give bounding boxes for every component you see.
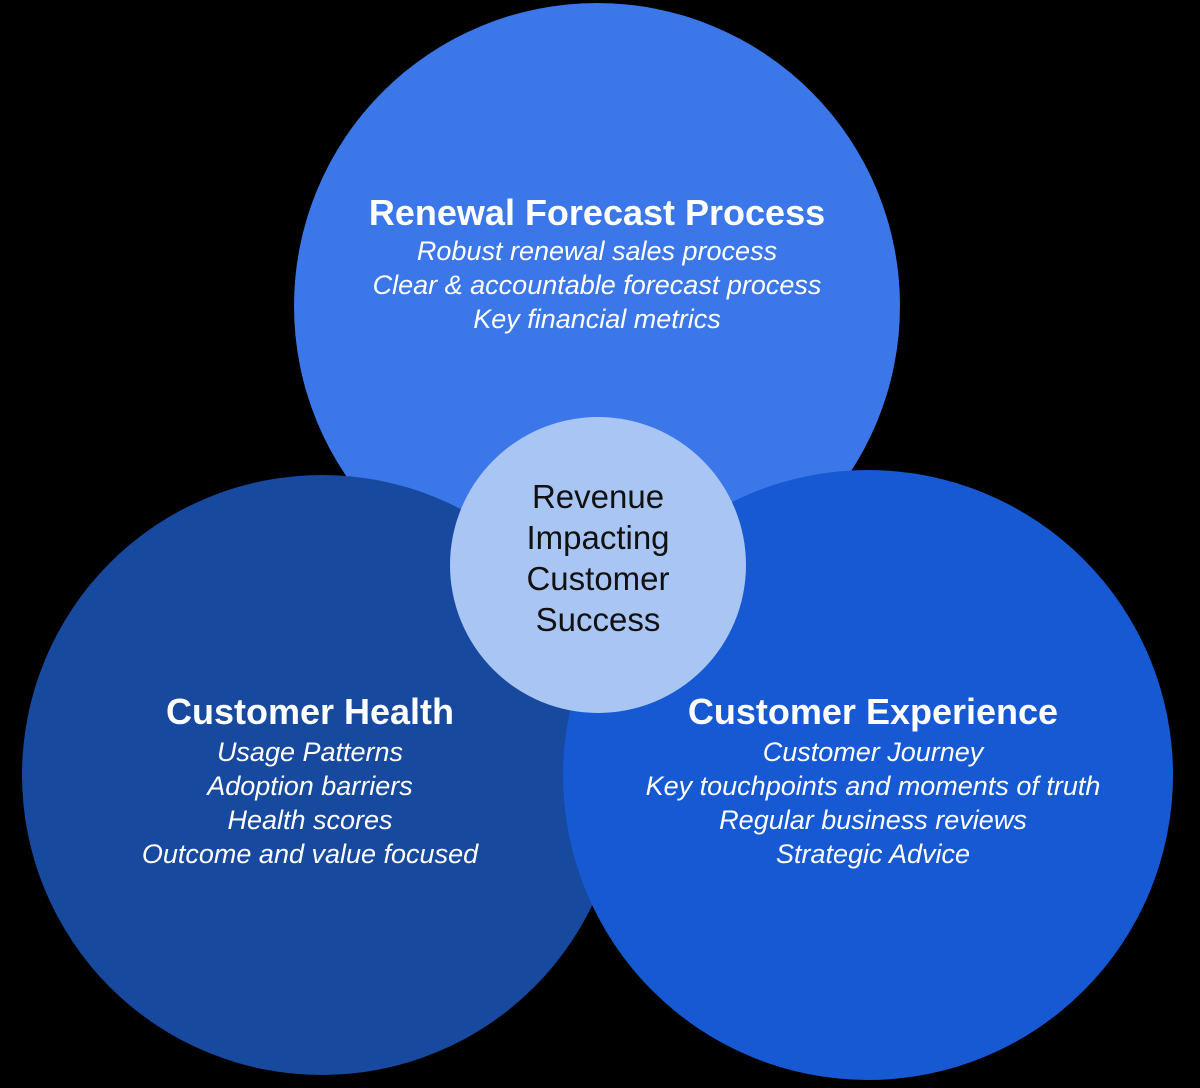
renewal-forecast-title: Renewal Forecast Process	[368, 192, 826, 233]
customer-experience-item: Regular business reviews	[719, 805, 1027, 835]
customer-health-items: Usage Patterns Adoption barriers Health …	[142, 735, 478, 871]
center-overlap-circle	[450, 417, 746, 713]
customer-experience-item: Strategic Advice	[775, 839, 971, 869]
renewal-forecast-items: Robust renewal sales process Clear & acc…	[369, 234, 825, 336]
customer-health-item: Adoption barriers	[207, 771, 413, 801]
customer-health-title: Customer Health	[165, 691, 455, 732]
renewal-forecast-item: Robust renewal sales process	[416, 236, 778, 266]
customer-health-label: Customer Health Usage Patterns Adoption …	[142, 692, 478, 871]
center-label-line: Customer	[526, 560, 670, 597]
customer-health-item: Outcome and value focused	[141, 839, 479, 869]
center-label-line: Success	[535, 601, 661, 638]
renewal-forecast-item: Clear & accountable forecast process	[372, 270, 822, 300]
renewal-forecast-item: Key financial metrics	[473, 304, 721, 334]
center-label: Revenue Impacting Customer Success	[526, 476, 669, 640]
renewal-forecast-label: Renewal Forecast Process Robust renewal …	[369, 193, 825, 336]
customer-experience-item: Key touchpoints and moments of truth	[645, 771, 1101, 801]
customer-experience-title: Customer Experience	[687, 691, 1059, 732]
customer-experience-items: Customer Journey Key touchpoints and mom…	[646, 735, 1101, 871]
center-label-line: Revenue	[531, 478, 665, 515]
customer-health-item: Health scores	[227, 805, 393, 835]
customer-experience-label: Customer Experience Customer Journey Key…	[646, 692, 1101, 871]
customer-experience-item: Customer Journey	[762, 737, 984, 767]
center-label-line: Impacting	[526, 519, 670, 556]
customer-health-item: Usage Patterns	[216, 737, 404, 767]
